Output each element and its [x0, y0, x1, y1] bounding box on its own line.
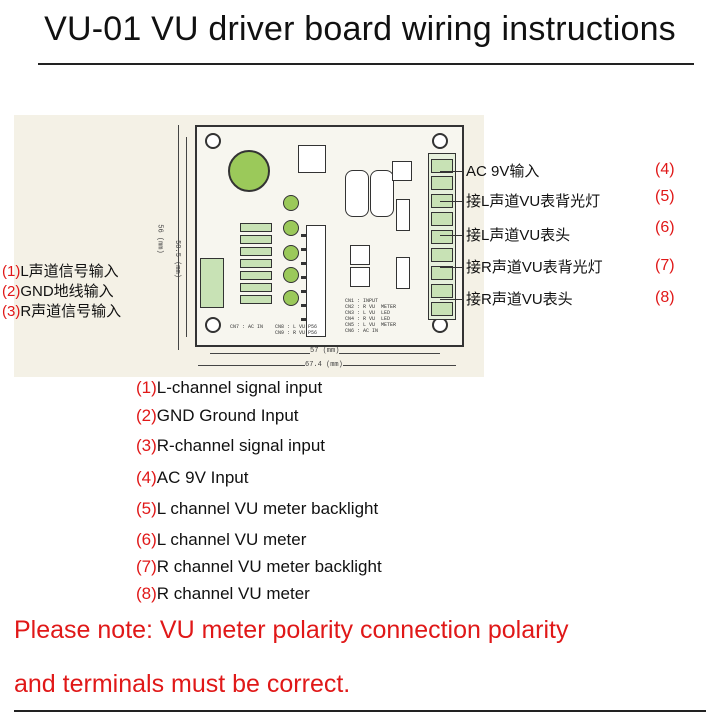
dim-outer-height: 56 (mm)	[155, 224, 164, 254]
resistor	[240, 247, 272, 256]
dim-inner-width: 57 (mm)	[310, 347, 340, 355]
dim-outer-height-line	[178, 125, 179, 350]
output-terminal-strip	[428, 153, 456, 320]
right-num-7: (7)	[655, 257, 675, 274]
resistor	[240, 223, 272, 232]
transistor	[283, 290, 299, 306]
relay	[370, 170, 394, 217]
trimmer-vr1	[350, 267, 370, 287]
right-label-4: AC 9V输入	[466, 163, 540, 180]
leader-line	[440, 235, 462, 236]
right-label-7: 接R声道VU表背光灯	[466, 259, 603, 276]
legend-item-1: (1)L-channel signal input	[136, 378, 323, 397]
transistor	[283, 245, 299, 261]
right-num-6: (6)	[655, 219, 675, 236]
mount-hole	[205, 133, 221, 149]
right-label-5: 接L声道VU表背光灯	[466, 193, 601, 210]
legend-item-8: (8)R channel VU meter	[136, 584, 310, 603]
polarity-note-line2: and terminals must be correct.	[14, 670, 351, 698]
wiring-diagram: 56 (mm) 50.5 (mm) 57 (mm) 67.4 (mm)	[0, 95, 720, 385]
right-num-8: (8)	[655, 289, 675, 306]
legend-item-4: (4)AC 9V Input	[136, 468, 249, 487]
resistor	[240, 283, 272, 292]
title-underline	[38, 63, 694, 65]
mount-hole	[205, 317, 221, 333]
note-underline	[14, 710, 706, 712]
mount-hole	[432, 133, 448, 149]
capacitor	[228, 150, 270, 192]
trimmer-vr2	[350, 245, 370, 265]
connector-cn9	[396, 257, 410, 289]
dim-inner-height: 50.5 (mm)	[172, 240, 181, 278]
relay	[345, 170, 369, 217]
legend-item-3: (3)R-channel signal input	[136, 436, 325, 455]
right-label-6: 接L声道VU表头	[466, 227, 571, 244]
leader-line	[440, 201, 462, 202]
dim-inner-height-line	[186, 137, 187, 337]
connector-cn8	[396, 199, 410, 231]
transistor	[283, 267, 299, 283]
legend-item-5: (5)L channel VU meter backlight	[136, 499, 379, 518]
page-title: VU-01 VU driver board wiring instruction…	[44, 10, 676, 48]
legend-item-7: (7)R channel VU meter backlight	[136, 557, 382, 576]
transistor	[283, 220, 299, 236]
left-label-1: (1)L声道信号输入	[2, 263, 119, 280]
left-label-2: (2)GND地线输入	[2, 283, 114, 300]
leader-line	[440, 171, 462, 172]
right-label-8: 接R声道VU表头	[466, 291, 573, 308]
legend-item-6: (6)L channel VU meter	[136, 530, 307, 549]
resistor	[240, 235, 272, 244]
right-num-5: (5)	[655, 188, 675, 205]
resistor	[240, 295, 272, 304]
ic-chip	[301, 225, 326, 337]
bridge-rectifier	[298, 145, 326, 173]
input-terminal-block	[200, 258, 224, 308]
left-label-3: (3)R声道信号输入	[2, 303, 122, 320]
dim-outer-width: 67.4 (mm)	[305, 361, 343, 369]
leader-line	[440, 267, 462, 268]
polarity-note-line1: Please note: VU meter polarity connectio…	[14, 616, 569, 644]
connector-cn7	[392, 161, 412, 181]
leader-line	[440, 299, 462, 300]
transistor	[283, 195, 299, 211]
pcb-silkscreen-right: CN1 : INPUT CN2 : R VU METER CN3 : L VU …	[345, 298, 397, 334]
resistor	[240, 259, 272, 268]
pcb-silkscreen-left: CN7 : AC IN CN8 : L VU P56 CN9 : R VU P5…	[230, 324, 318, 336]
legend-item-2: (2)GND Ground Input	[136, 406, 299, 425]
right-num-4: (4)	[655, 161, 675, 178]
resistor	[240, 271, 272, 280]
